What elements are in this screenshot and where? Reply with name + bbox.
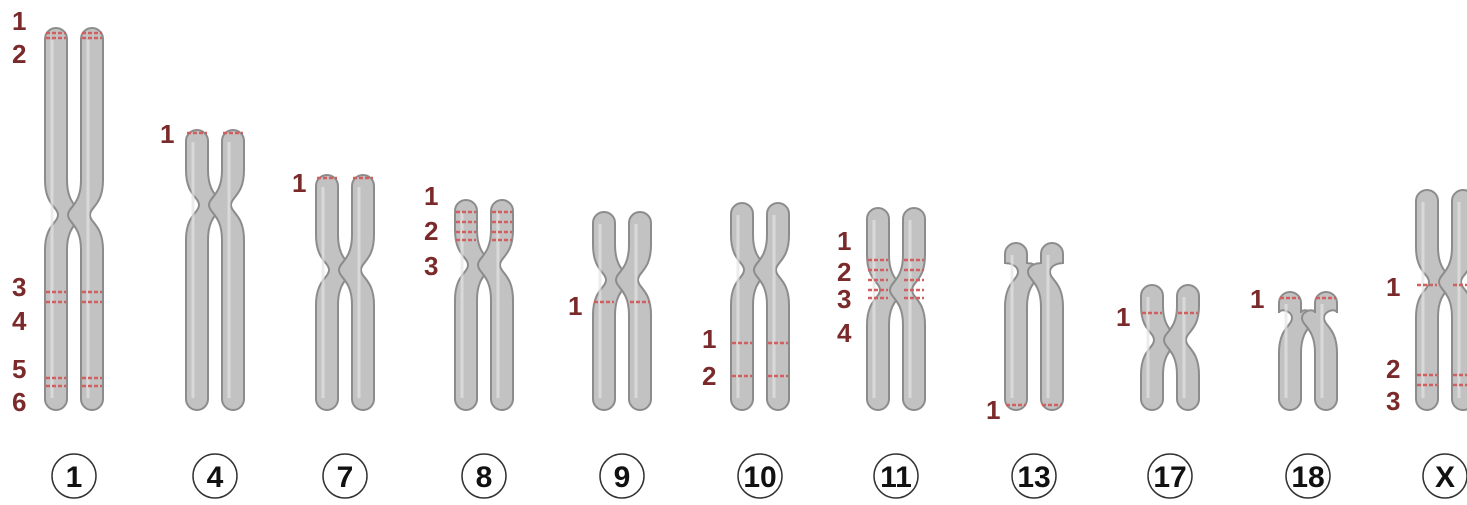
gene-label: 3 (837, 284, 851, 314)
chromatid-left (316, 175, 351, 410)
gene-label: 1 (986, 395, 1000, 425)
gene-label: 1 (568, 291, 582, 321)
gene-label: 1 (702, 324, 716, 354)
chromatid-left (867, 208, 902, 410)
gene-label: 2 (702, 361, 716, 391)
chromatid-right (1164, 285, 1199, 410)
chromatid-right (1439, 190, 1467, 410)
chromosome-17: 1 17 (1116, 285, 1199, 498)
gene-label: 1 (12, 6, 26, 36)
gene-label: 2 (837, 257, 851, 287)
gene-label: 3 (424, 251, 438, 281)
gene-label: 3 (1386, 386, 1400, 416)
chromosome-x: 1 23X (1386, 190, 1467, 498)
chromosome-18: 1 18 (1250, 284, 1337, 498)
chromosome-number-label: 8 (476, 461, 493, 494)
chromosome-number-label: 18 (1291, 461, 1324, 494)
chromosome-13: 1 13 (986, 243, 1063, 498)
chromosome-number-label: 11 (880, 461, 912, 494)
chromatid-left (1416, 190, 1451, 410)
chromosome-7: 17 (292, 168, 374, 498)
chromatid-left (731, 203, 766, 410)
chromatid-right (616, 212, 651, 410)
gene-label: 1 (292, 168, 306, 198)
chromosome-number-label: 4 (207, 461, 224, 494)
chromosome-number-label: 13 (1017, 461, 1050, 494)
chromosome-number-label: 9 (614, 461, 631, 494)
chromosome-number-label: X (1435, 461, 1455, 494)
chromosome-4: 14 (160, 119, 244, 498)
gene-label: 2 (12, 39, 26, 69)
gene-label: 5 (12, 354, 26, 384)
chromosome-10: 1 2 10 (702, 203, 789, 498)
gene-label: 1 (1250, 284, 1264, 314)
gene-label: 4 (12, 306, 27, 336)
gene-label: 1 (1386, 272, 1400, 302)
chromosome-11: 123 4 11 (837, 208, 925, 498)
gene-label: 2 (424, 216, 438, 246)
chromatid-right (754, 203, 789, 410)
chromatid-right (209, 130, 244, 410)
chromosome-number-label: 1 (66, 461, 83, 494)
gene-label: 1 (424, 181, 438, 211)
chromosome-8: 1 2 3 8 (424, 181, 513, 498)
gene-label: 1 (160, 119, 174, 149)
chromosome-number-label: 17 (1153, 461, 1186, 494)
gene-label: 1 (837, 226, 851, 256)
chromatid-right (890, 208, 925, 410)
chromatid-right (1028, 243, 1063, 410)
gene-label: 2 (1386, 354, 1400, 384)
chromosome-number-label: 7 (337, 461, 354, 494)
gene-label: 4 (837, 318, 852, 348)
chromosome-9: 19 (568, 212, 651, 498)
gene-label: 1 (1116, 302, 1130, 332)
chromatid-right (339, 175, 374, 410)
chromatid-left (593, 212, 628, 410)
chromatid-left (455, 200, 490, 410)
chromatid-left (186, 130, 221, 410)
chromatid-right (68, 28, 103, 410)
gene-label: 6 (12, 387, 26, 417)
gene-label: 3 (12, 272, 26, 302)
chromosome-number-label: 10 (743, 461, 776, 494)
